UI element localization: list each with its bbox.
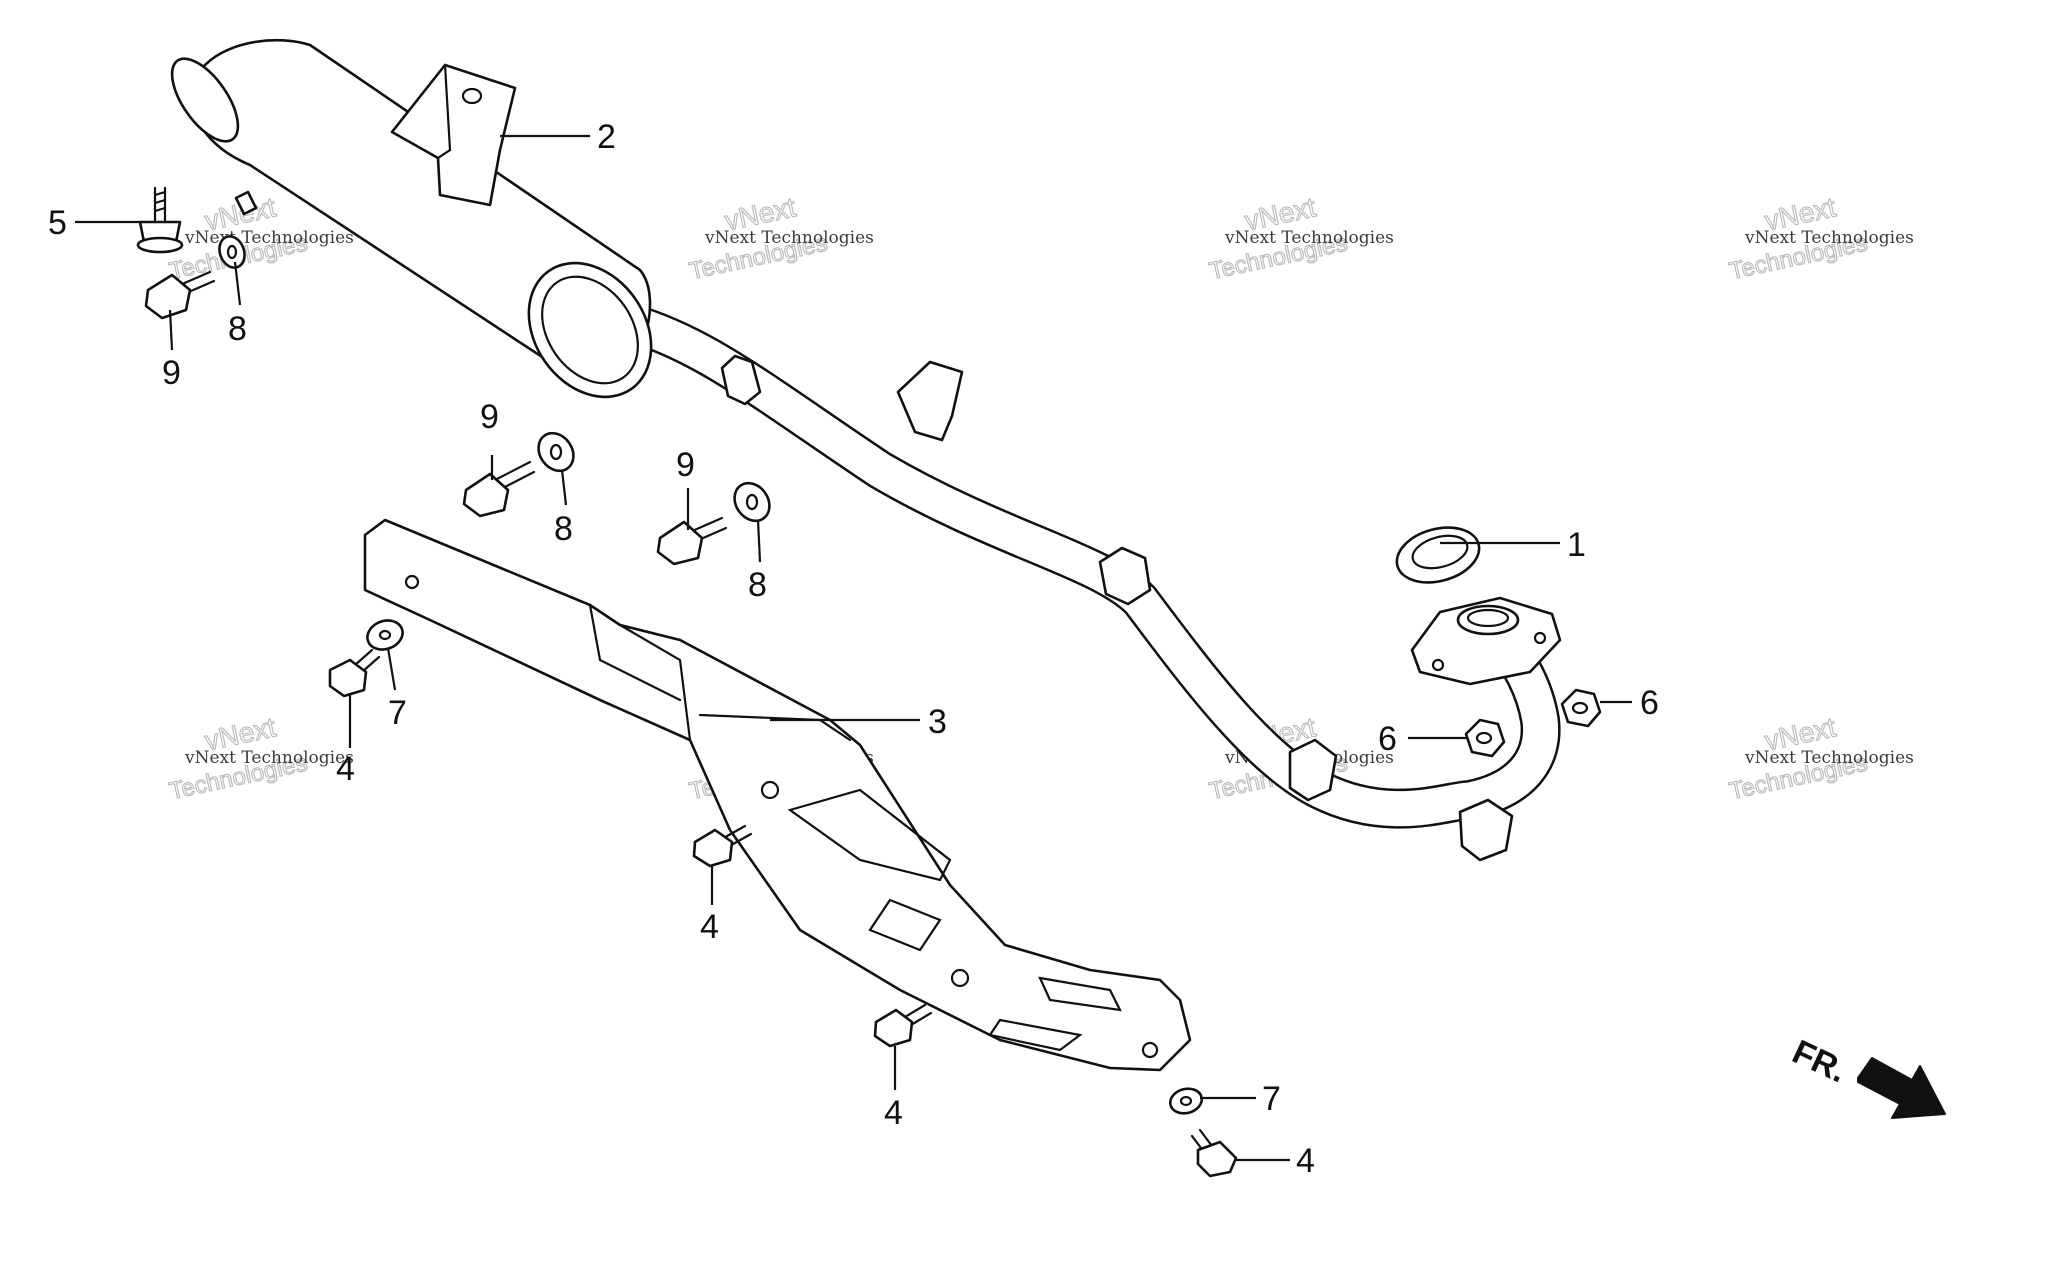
callout-4-center: 4 xyxy=(700,908,719,946)
nut-6-right xyxy=(1560,688,1602,728)
washer-8-top-left xyxy=(218,235,246,269)
direction-label: FR. xyxy=(1787,1033,1853,1091)
exhaust-pipe xyxy=(600,300,1562,862)
bolt-4-left xyxy=(328,648,381,698)
washer-7-right xyxy=(1168,1087,1204,1115)
callout-4-lower: 4 xyxy=(884,1094,903,1132)
washer-7-left xyxy=(366,619,404,651)
gasket xyxy=(1395,526,1481,584)
callout-4-right: 4 xyxy=(1296,1142,1315,1180)
callout-9-top-left: 9 xyxy=(162,354,181,392)
heat-shield xyxy=(363,518,1192,1072)
washer-8-middle xyxy=(733,481,771,523)
callout-4-left: 4 xyxy=(336,750,355,788)
callout-7-right: 7 xyxy=(1262,1080,1281,1118)
callout-8-top-left: 8 xyxy=(228,310,247,348)
bolt-9-top-left xyxy=(144,270,216,320)
watermark-line1: vNext Technologies xyxy=(1744,748,1914,768)
washer-8-middle-left xyxy=(537,431,575,473)
front-arrow-icon xyxy=(1857,1057,1946,1119)
bolt-5 xyxy=(136,186,184,254)
callout-5: 5 xyxy=(48,204,67,242)
watermark-line1: vNext Technologies xyxy=(184,748,354,768)
bolt-9-middle-left xyxy=(462,460,536,518)
callout-9-middle: 9 xyxy=(676,446,695,484)
callout-6-middle: 6 xyxy=(1378,720,1397,758)
bolt-4-right xyxy=(1190,1128,1238,1178)
callout-1: 1 xyxy=(1567,526,1586,564)
callout-9-middle-left: 9 xyxy=(480,398,499,436)
bolt-9-middle xyxy=(656,516,728,566)
leader-lines xyxy=(75,134,1632,1162)
watermark-line1: vNext Technologies xyxy=(1744,228,1914,248)
callout-7-left: 7 xyxy=(388,694,407,732)
watermark-line1: vNext Technologies xyxy=(704,228,874,248)
callout-2: 2 xyxy=(597,118,616,156)
muffler xyxy=(170,38,653,399)
callout-8-middle: 8 xyxy=(748,566,767,604)
callout-6-right: 6 xyxy=(1640,684,1659,722)
front-direction-indicator: FR. xyxy=(1787,1033,1946,1119)
bolt-4-center xyxy=(692,824,753,868)
bolt-4-lower xyxy=(873,1003,933,1048)
callout-8-middle-left: 8 xyxy=(554,510,573,548)
watermark-line1: vNext Technologies xyxy=(1224,228,1394,248)
watermark-line1: vNext Technologies xyxy=(184,228,354,248)
nut-6-middle xyxy=(1464,718,1506,758)
callout-3: 3 xyxy=(928,703,947,741)
